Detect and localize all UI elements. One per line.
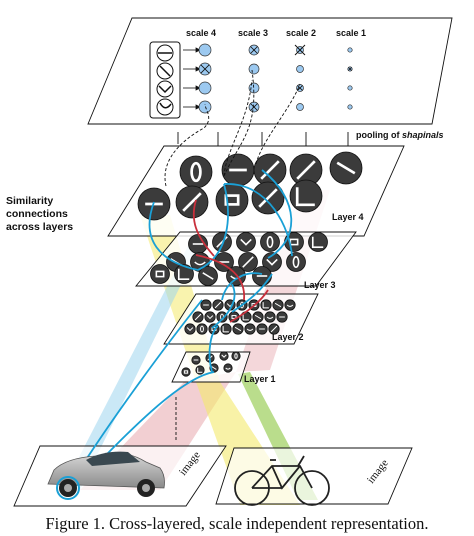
scale-labels: scale 4 scale 3 scale 2 scale 1 [186, 28, 366, 38]
layer1-node-3 [231, 351, 241, 361]
pool-node-r0-c1 [248, 44, 260, 56]
layer2-node-21 [244, 323, 256, 335]
pooling-arrows [177, 132, 349, 146]
layer3-node-14 [198, 266, 218, 286]
layer2-node-10 [216, 311, 228, 323]
pool-node-r2-c2 [296, 84, 304, 92]
dashed-pool-connections [164, 69, 301, 187]
layer2-label: Layer 2 [272, 332, 304, 342]
layer1-label: Layer 1 [244, 374, 276, 384]
layer4-node-2 [253, 153, 287, 187]
figure-caption: Figure 1. Cross-layered, scale independe… [45, 514, 429, 533]
layer1-node-2 [219, 351, 229, 361]
svg-text:Similarity: Similarity [6, 195, 53, 207]
prototype-shape-column [149, 41, 181, 119]
prototype-shapes [156, 44, 174, 116]
layer3-node-1 [212, 232, 232, 252]
layer2-node-20 [232, 323, 244, 335]
layer2-node-9 [204, 311, 216, 323]
layer4-node-8 [251, 181, 285, 215]
layer2-node-19 [220, 323, 232, 335]
layer2-node-11 [228, 311, 240, 323]
layer2-nodes [184, 299, 296, 335]
layer2-node-13 [252, 311, 264, 323]
layer4-label: Layer 4 [332, 212, 364, 222]
layer1-node-5 [195, 365, 205, 375]
pool-node-r1-c3 [347, 66, 353, 72]
layer2-node-1 [212, 299, 224, 311]
layer3-node-3 [260, 232, 280, 252]
pool-node-r0-c3 [347, 47, 353, 53]
pool-node-r2-c1 [248, 82, 260, 94]
layer3-node-13 [174, 264, 194, 284]
layer4-nodes [137, 151, 363, 221]
layer2-node-15 [276, 311, 288, 323]
layer4-node-9 [289, 179, 323, 213]
layer3-label: Layer 3 [304, 280, 336, 290]
layer1-node-0 [191, 355, 201, 365]
layer2-node-14 [264, 311, 276, 323]
scale-label-3: scale 3 [238, 28, 268, 38]
layer3-node-10 [262, 252, 282, 272]
pool-node-r2-c0 [198, 81, 212, 95]
pool-node-r1-c0 [198, 62, 212, 76]
layer2-node-12 [240, 311, 252, 323]
pool-node-r0-c2 [294, 44, 306, 56]
pool-node-r1-c2 [296, 65, 304, 73]
layer2-node-5 [260, 299, 272, 311]
layer3-node-16 [252, 266, 272, 286]
layer1-node-4 [181, 367, 191, 377]
pool-node-r2-c3 [347, 85, 353, 91]
layer4-node-6 [175, 185, 209, 219]
layer2-node-8 [192, 311, 204, 323]
layer3-node-2 [236, 232, 256, 252]
pool-node-r3-c2 [296, 103, 304, 111]
beam-blue-car [62, 246, 200, 490]
layer1-node-7 [223, 363, 233, 373]
layer2-node-23 [268, 323, 280, 335]
layer4-node-7 [215, 183, 249, 217]
similarity-label: Similarity connections across layers [6, 195, 73, 233]
similarity-connections [148, 169, 293, 329]
pool-node-r3-c0 [198, 100, 212, 114]
layer4-node-4 [329, 151, 363, 185]
layer2-node-6 [272, 299, 284, 311]
svg-text:across layers: across layers [6, 221, 73, 233]
layer3-node-5 [308, 232, 328, 252]
bicycle-photo [234, 455, 330, 506]
scale-label-2: scale 2 [286, 28, 316, 38]
scale-label-4: scale 4 [186, 28, 216, 38]
scale-label-1: scale 1 [336, 28, 366, 38]
layer2-node-22 [256, 323, 268, 335]
image-plane-right [215, 447, 413, 505]
pooling-label: pooling of shapinals [356, 130, 444, 140]
svg-text:connections: connections [6, 208, 68, 220]
top-pool-plane [87, 17, 453, 125]
pool-node-r3-c3 [347, 104, 353, 110]
layer4-node-3 [289, 153, 323, 187]
layer4-node-0 [179, 155, 213, 189]
layer2-node-0 [200, 299, 212, 311]
layer2-node-17 [196, 323, 208, 335]
pool-node-r1-c1 [248, 63, 260, 75]
layer2-node-16 [184, 323, 196, 335]
layer3-node-12 [150, 264, 170, 284]
layer3-node-11 [286, 252, 306, 272]
car-photo [47, 451, 165, 500]
pool-node-r3-c1 [248, 101, 260, 113]
layer2-node-7 [284, 299, 296, 311]
pool-node-r0-c0 [198, 43, 212, 57]
layer3-node-8 [214, 252, 234, 272]
layer3-node-9 [238, 252, 258, 272]
layer3-node-4 [284, 232, 304, 252]
pool-arrows [183, 47, 201, 110]
